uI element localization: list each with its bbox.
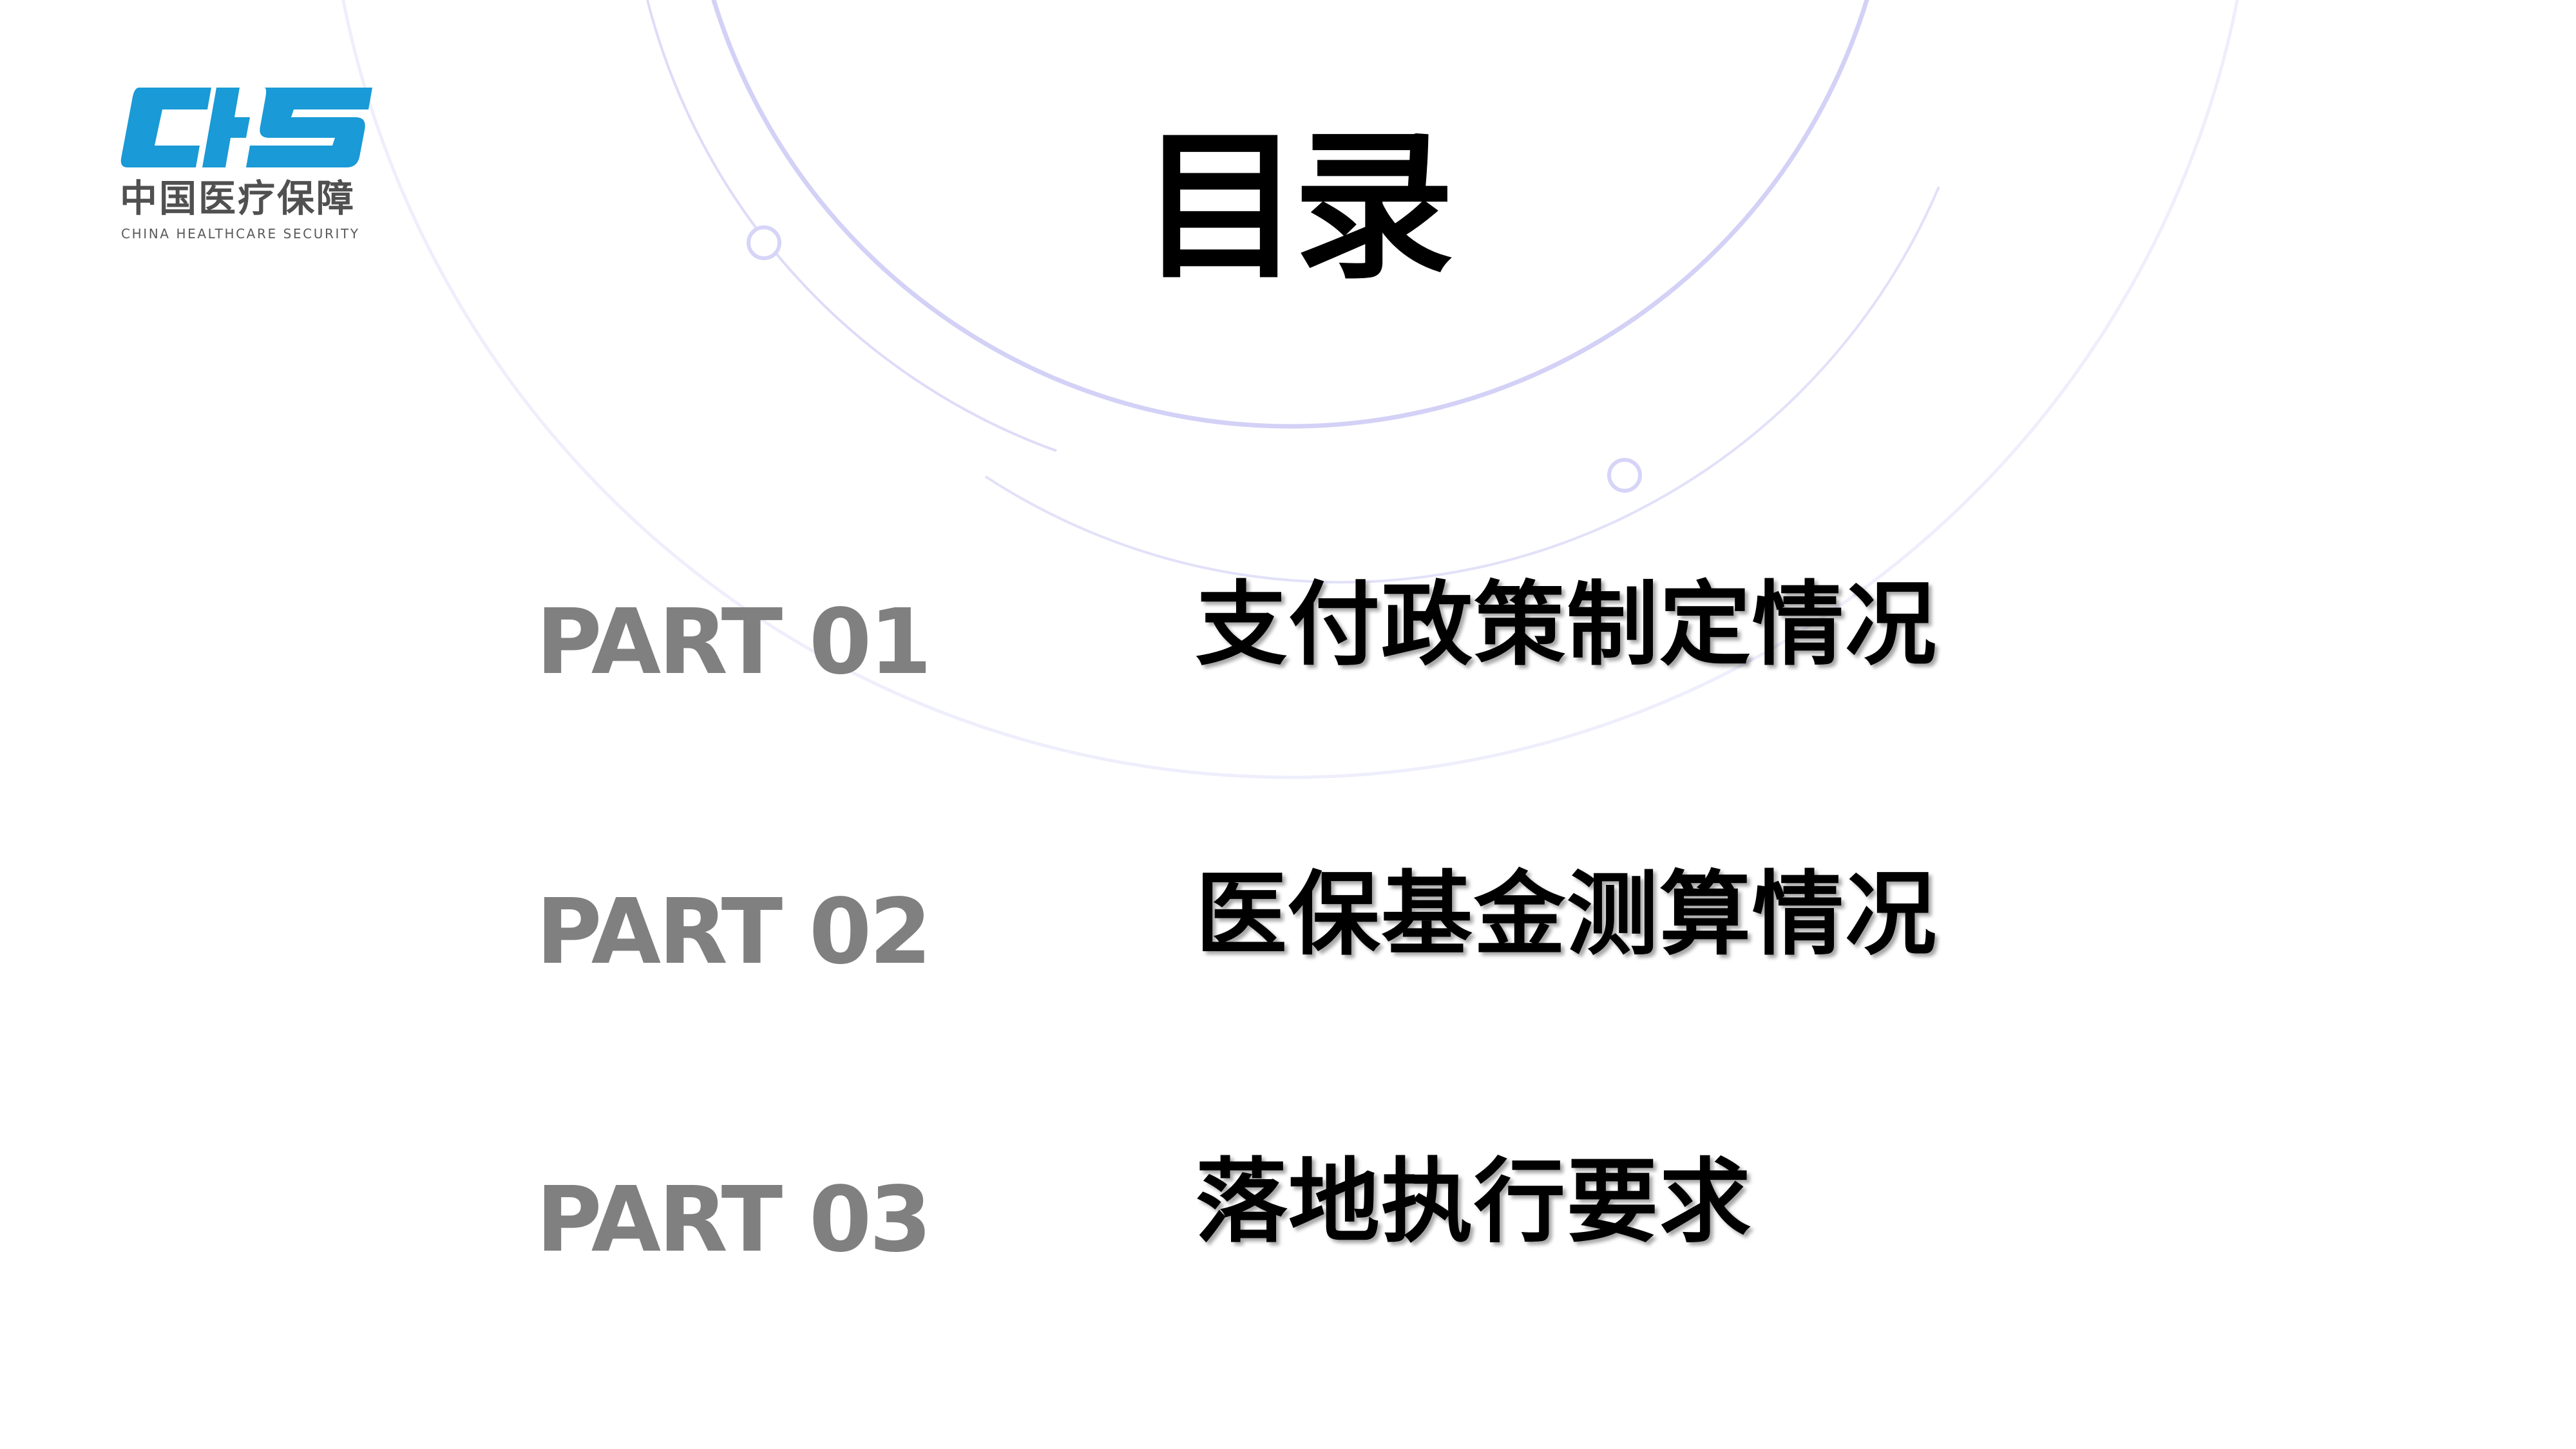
arc-node-right — [1607, 458, 1642, 493]
chs-logo-mark-icon — [120, 88, 372, 167]
logo-name-cn: 中国医疗保障 — [120, 176, 356, 220]
chs-logo: 中国医疗保障 CHINA HEALTHCARE SECURITY — [120, 88, 372, 242]
inner-arc — [711, 0, 1869, 429]
arc-node-left — [747, 225, 781, 260]
outer-arc — [341, 0, 2239, 779]
logo-name-en: CHINA HEALTHCARE SECURITY — [121, 226, 360, 242]
toc-part-label-1: PART 01 — [536, 590, 932, 695]
toc-heading-3[interactable]: 落地执行要求 — [1196, 1149, 1752, 1255]
toc-part-label-2: PART 02 — [536, 880, 932, 985]
page-title: 目录 — [1140, 113, 1455, 301]
middle-arc-right — [984, 186, 1940, 584]
toc-heading-2[interactable]: 医保基金测算情况 — [1196, 862, 1938, 968]
middle-arc-left — [646, 0, 1057, 452]
toc-part-label-3: PART 03 — [536, 1168, 932, 1273]
toc-heading-1[interactable]: 支付政策制定情况 — [1196, 572, 1938, 678]
